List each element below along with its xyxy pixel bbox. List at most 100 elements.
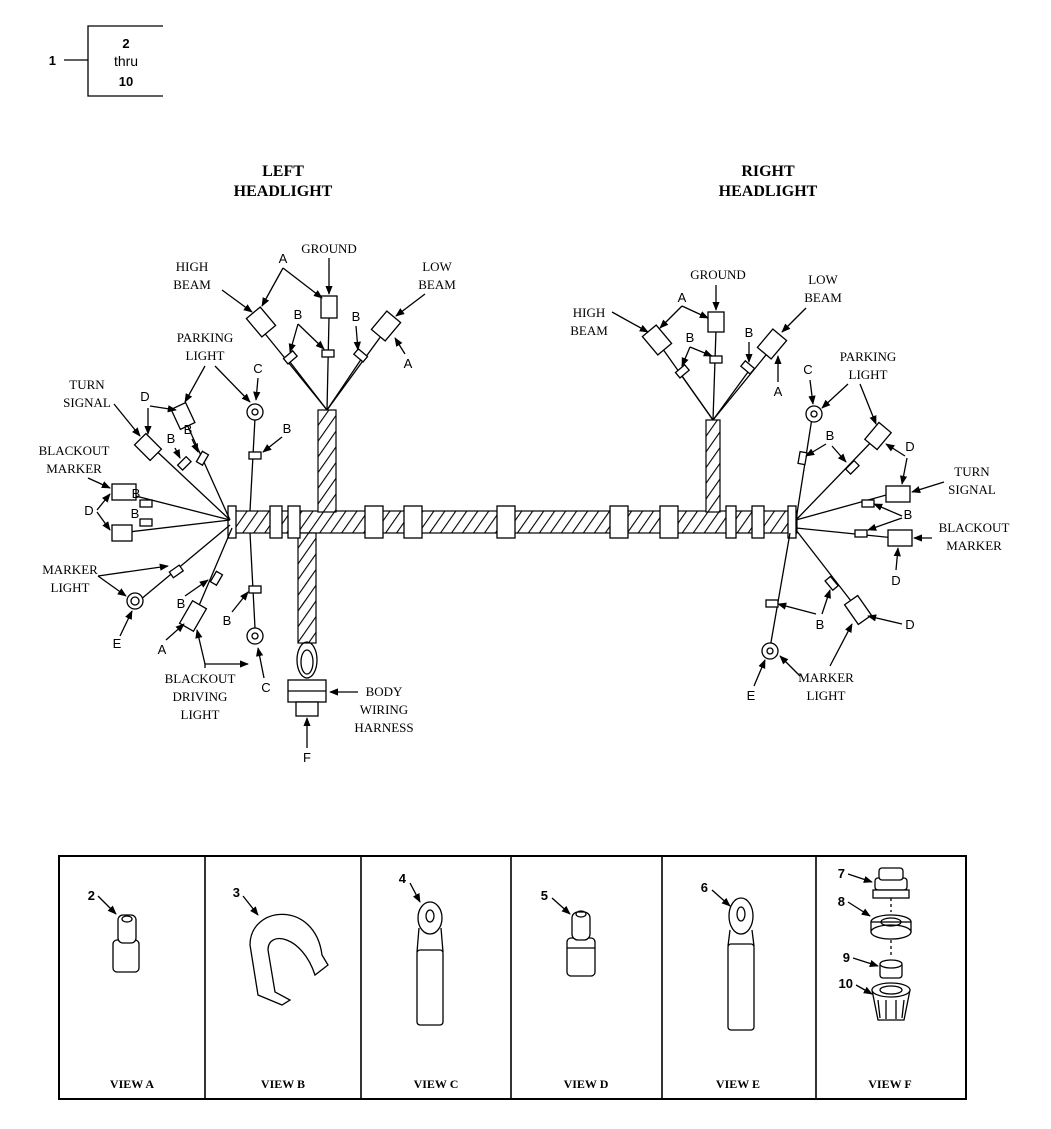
view-d-item: 5: [541, 888, 548, 903]
right-header-line1: RIGHT: [741, 163, 795, 180]
view-e-label: VIEW E: [716, 1077, 760, 1091]
callout-box: 1 2 thru 10: [49, 25, 163, 97]
letter-d-left-1: D: [140, 389, 149, 404]
letter-a-left-bottom: A: [158, 642, 167, 657]
view-d-part: [551, 897, 596, 977]
callout-range-top: 2: [122, 36, 129, 51]
label-low-left: LOW: [422, 259, 452, 274]
view-b-part: [242, 895, 329, 1006]
view-f-item-9: 9: [843, 950, 850, 965]
letter-b-left-3: B: [283, 421, 292, 436]
label-ground-left: GROUND: [301, 241, 357, 256]
label-marker-light-left-2: LIGHT: [51, 580, 90, 595]
label-parking-light-right: LIGHT: [849, 367, 888, 382]
body-harness-connector: [287, 641, 327, 717]
label-parking-left: PARKING: [177, 330, 234, 345]
letter-b-left-9: B: [223, 613, 232, 628]
view-e-part: [711, 889, 755, 1031]
view-a-part: [97, 895, 140, 973]
view-f-parts: [847, 867, 912, 1021]
letter-c-left-top: C: [253, 361, 262, 376]
view-a-label: VIEW A: [110, 1077, 154, 1091]
letter-e-left: E: [113, 636, 122, 651]
letter-d-left-2: D: [84, 503, 93, 518]
letter-b-right-2: B: [745, 325, 754, 340]
callout-range-mid: thru: [114, 53, 138, 69]
label-beam-left-high: BEAM: [173, 277, 211, 292]
letter-b-left-1: B: [294, 307, 303, 322]
view-f-item-10: 10: [839, 976, 853, 991]
right-headlight-wires: [641, 311, 788, 421]
label-blackout-driving-3: LIGHT: [181, 707, 220, 722]
letter-a-left-top: A: [279, 251, 288, 266]
label-beam-left-low: BEAM: [418, 277, 456, 292]
letter-f: F: [303, 750, 311, 765]
letter-b-left-8: B: [177, 596, 186, 611]
letter-b-right-4: B: [904, 507, 913, 522]
view-c-label: VIEW C: [414, 1077, 459, 1091]
left-header-line2: HEADLIGHT: [234, 183, 333, 200]
letter-d-right-3: D: [905, 617, 914, 632]
letter-c-right-top: C: [803, 362, 812, 377]
letter-b-left-7: B: [131, 506, 140, 521]
label-parking-right: PARKING: [840, 349, 897, 364]
letter-b-right-1: B: [686, 330, 695, 345]
left-headlight-wires: [245, 295, 402, 411]
label-parking-light-left: LIGHT: [186, 348, 225, 363]
view-c-item: 4: [399, 871, 407, 886]
callout-range-bottom: 10: [119, 74, 133, 89]
view-d-label: VIEW D: [564, 1077, 609, 1091]
right-side-wires: [761, 405, 913, 660]
view-b-label: VIEW B: [261, 1077, 305, 1091]
label-ground-right: GROUND: [690, 267, 746, 282]
label-low-right: LOW: [808, 272, 838, 287]
letter-a-right-top: A: [678, 290, 687, 305]
main-harness: [227, 409, 798, 644]
letter-b-left-6: B: [132, 486, 141, 501]
label-signal-right: SIGNAL: [948, 482, 996, 497]
left-header-line1: LEFT: [262, 163, 304, 180]
label-blackout-driving-1: BLACKOUT: [165, 671, 236, 686]
label-blackout-left: BLACKOUT: [39, 443, 110, 458]
letter-b-left-4: B: [167, 431, 176, 446]
views-table: [58, 855, 967, 1100]
right-header-line2: HEADLIGHT: [719, 183, 818, 200]
label-blackout-driving-2: DRIVING: [173, 689, 228, 704]
label-harness: HARNESS: [354, 720, 413, 735]
label-high-left: HIGH: [176, 259, 209, 274]
view-f-item-8: 8: [838, 894, 845, 909]
label-blackout-right: BLACKOUT: [939, 520, 1010, 535]
label-signal-left: SIGNAL: [63, 395, 111, 410]
letter-e-right: E: [747, 688, 756, 703]
label-marker-light-right-2: LIGHT: [807, 688, 846, 703]
view-b-item: 3: [233, 885, 240, 900]
label-high-right: HIGH: [573, 305, 606, 320]
letter-b-right-3: B: [826, 428, 835, 443]
letter-c-left-bottom: C: [261, 680, 270, 695]
view-a-item: 2: [88, 888, 95, 903]
letter-d-right-2: D: [891, 573, 900, 588]
label-marker-light-left-1: MARKER: [42, 562, 98, 577]
label-marker-light-right-1: MARKER: [798, 670, 854, 685]
view-e-item: 6: [701, 880, 708, 895]
letter-a-right-low: A: [774, 384, 783, 399]
letter-d-right-1: D: [905, 439, 914, 454]
callout-index: 1: [49, 53, 56, 68]
view-f-item-7: 7: [838, 866, 845, 881]
label-beam-right-low: BEAM: [804, 290, 842, 305]
label-body: BODY: [366, 684, 403, 699]
letter-b-left-2: B: [352, 309, 361, 324]
label-marker-left: MARKER: [46, 461, 102, 476]
letter-b-right-5: B: [816, 617, 825, 632]
label-turn-right: TURN: [954, 464, 990, 479]
label-beam-right-high: BEAM: [570, 323, 608, 338]
letter-b-left-5: B: [184, 422, 193, 437]
view-f-label: VIEW F: [868, 1077, 911, 1091]
letter-a-left-low: A: [404, 356, 413, 371]
left-side-wires: [111, 401, 264, 645]
view-c-part: [409, 882, 444, 1026]
label-turn-left: TURN: [69, 377, 105, 392]
label-wiring: WIRING: [360, 702, 408, 717]
